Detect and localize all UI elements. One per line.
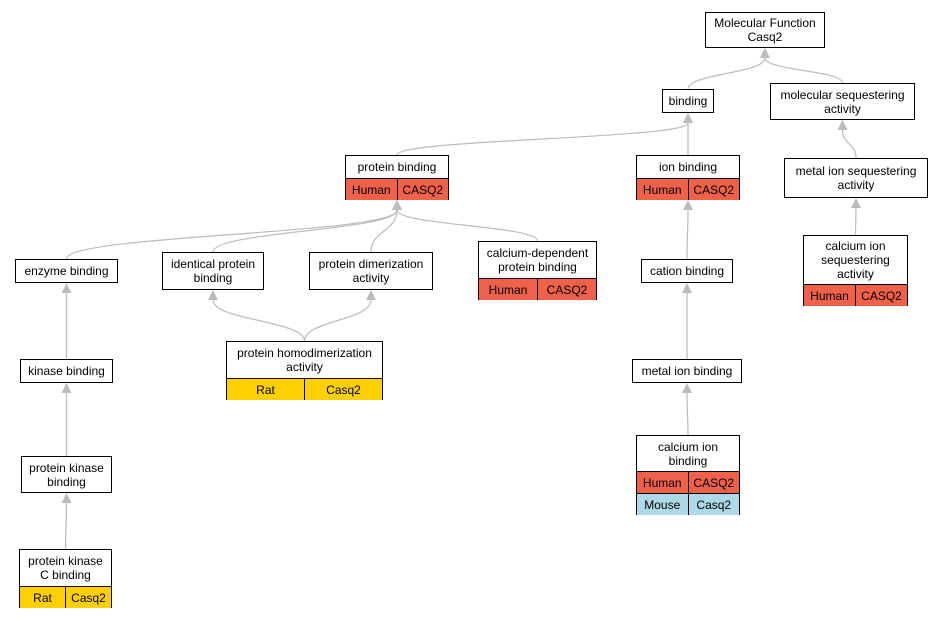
- edge-line: [687, 57, 766, 90]
- species-cell: Mouse: [644, 497, 681, 512]
- node-enzyme-binding[interactable]: enzyme binding: [15, 259, 118, 283]
- node-label: enzyme binding: [24, 264, 109, 278]
- edge-arrowhead: [392, 200, 402, 210]
- node-ion-binding[interactable]: ion binding Human CASQ2: [636, 155, 740, 200]
- edge-arrowhead: [682, 383, 692, 393]
- edge-line: [64, 502, 68, 550]
- edge-line: [212, 299, 306, 342]
- edge-line: [370, 209, 398, 253]
- node-binding[interactable]: binding: [662, 89, 714, 113]
- edge-line: [303, 299, 372, 342]
- species-cell: Rat: [33, 590, 52, 605]
- edge-arrowhead: [61, 493, 72, 503]
- node-label: ion binding: [658, 160, 718, 174]
- node-kinase-binding[interactable]: kinase binding: [20, 359, 113, 383]
- species-cell: Human: [351, 182, 391, 197]
- annotation-row: Human CASQ2: [637, 178, 739, 200]
- gene-cell: CASQ2: [687, 179, 740, 200]
- edge-line: [686, 392, 689, 436]
- edge-arrowhead: [851, 198, 861, 208]
- edge-line: [764, 57, 844, 84]
- annotation-row: Human CASQ2: [804, 284, 907, 306]
- annotation-row: Human CASQ2: [346, 178, 448, 200]
- gene-cell: CASQ2: [537, 279, 596, 300]
- edge-line: [841, 129, 857, 159]
- edge-arrowhead: [61, 283, 72, 293]
- edge-line: [854, 207, 857, 236]
- edge-arrowhead: [366, 290, 376, 300]
- node-label: kinase binding: [28, 364, 105, 378]
- node-protein-binding[interactable]: protein binding Human CASQ2: [345, 155, 449, 200]
- edge-line: [65, 209, 398, 260]
- gene-cell: CASQ2: [687, 472, 740, 493]
- edge-arrowhead: [837, 120, 848, 130]
- species-cell: Human: [642, 182, 682, 197]
- gene-cell: CASQ2: [855, 285, 907, 306]
- species-cell: Rat: [256, 382, 275, 397]
- annotation-row: Human CASQ2: [479, 278, 596, 300]
- species-cell: Human: [488, 282, 528, 297]
- gene-cell: CASQ2: [396, 179, 449, 200]
- node-label: binding: [668, 94, 708, 108]
- annotation-row: Rat Casq2: [227, 378, 382, 400]
- edge-arrowhead: [683, 113, 693, 123]
- species-cell: Human: [642, 475, 682, 490]
- node-label: metal ion binding: [641, 364, 733, 378]
- node-cation-binding[interactable]: cation binding: [641, 259, 733, 283]
- edge-line: [686, 209, 689, 260]
- gene-cell: Casq2: [687, 494, 740, 515]
- edge-arrowhead: [683, 200, 693, 210]
- edge-line: [396, 122, 689, 156]
- edge-line: [396, 209, 539, 242]
- species-cell: Human: [810, 288, 849, 303]
- edge-line: [212, 209, 398, 253]
- annotation-row: Mouse Casq2: [637, 493, 739, 515]
- annotation-row: Human CASQ2: [637, 471, 739, 493]
- node-metal-ion-binding[interactable]: metal ion binding: [632, 359, 742, 383]
- gene-cell: Casq2: [304, 379, 382, 400]
- edge-arrowhead: [760, 48, 770, 58]
- node-label: protein binding: [357, 160, 437, 174]
- edge-arrowhead: [682, 283, 692, 293]
- gene-cell: Casq2: [65, 587, 111, 608]
- annotation-row: Rat Casq2: [20, 586, 111, 608]
- edge-arrowhead: [61, 383, 72, 393]
- node-label: cation binding: [649, 264, 725, 278]
- edge-arrowhead: [208, 290, 218, 300]
